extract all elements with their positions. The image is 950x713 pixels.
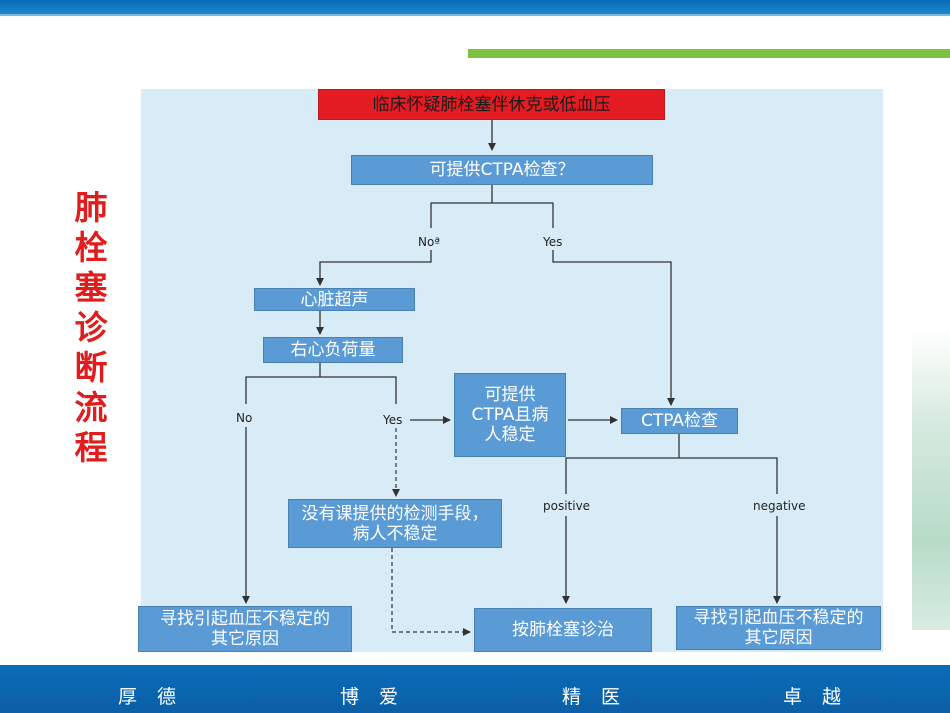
motto-word-4: 卓越 [783, 686, 862, 708]
branch-ctpa-exam [565, 457, 778, 494]
slide-title: 肺栓塞诊断流程 [74, 188, 108, 467]
arrow-yes-to-ctpa-exam [552, 250, 675, 406]
node-start: 临床怀疑肺栓塞伴休克或低血压 [318, 89, 665, 120]
node-other-causes-left: 寻找引起血压不稳定的其它原因 [138, 606, 352, 652]
motto-word-2: 博爱 [340, 686, 419, 708]
node-no-test-unstable: 没有课提供的检测手段，病人不稳定 [288, 499, 502, 548]
node-rv-load: 右心负荷量 [263, 337, 403, 363]
branch-ctpa-available [430, 202, 554, 228]
label-positive: positive [543, 499, 591, 513]
node-ctpa-exam: CTPA检查 [621, 408, 738, 434]
label-negative: negative [753, 499, 806, 513]
node-treat-pe: 按肺栓塞诊治 [474, 608, 652, 652]
bottom-banner [0, 665, 950, 713]
node-other-causes-right: 寻找引起血压不稳定的其它原因 [676, 606, 881, 650]
label-no-2: No [236, 411, 253, 425]
motto-word-3: 精医 [562, 686, 641, 708]
dashed-unstable-to-treat [391, 548, 471, 636]
label-yes-1: Yes [543, 235, 563, 249]
motto-word-1: 厚德 [118, 686, 197, 708]
top-banner [0, 0, 950, 14]
background-decoration [912, 330, 950, 630]
node-echo: 心脏超声 [254, 288, 415, 311]
green-accent-bar [468, 49, 950, 58]
node-ctpa-available: 可提供CTPA检查？ [351, 155, 653, 185]
top-banner-line [0, 14, 950, 16]
node-ctpa-stable: 可提供CTPA且病人稳定 [454, 373, 566, 457]
branch-rvload [245, 376, 397, 404]
label-no-a: Noª [418, 235, 440, 249]
arrow-no-to-echo [316, 250, 432, 286]
label-yes-2: Yes [383, 413, 403, 427]
